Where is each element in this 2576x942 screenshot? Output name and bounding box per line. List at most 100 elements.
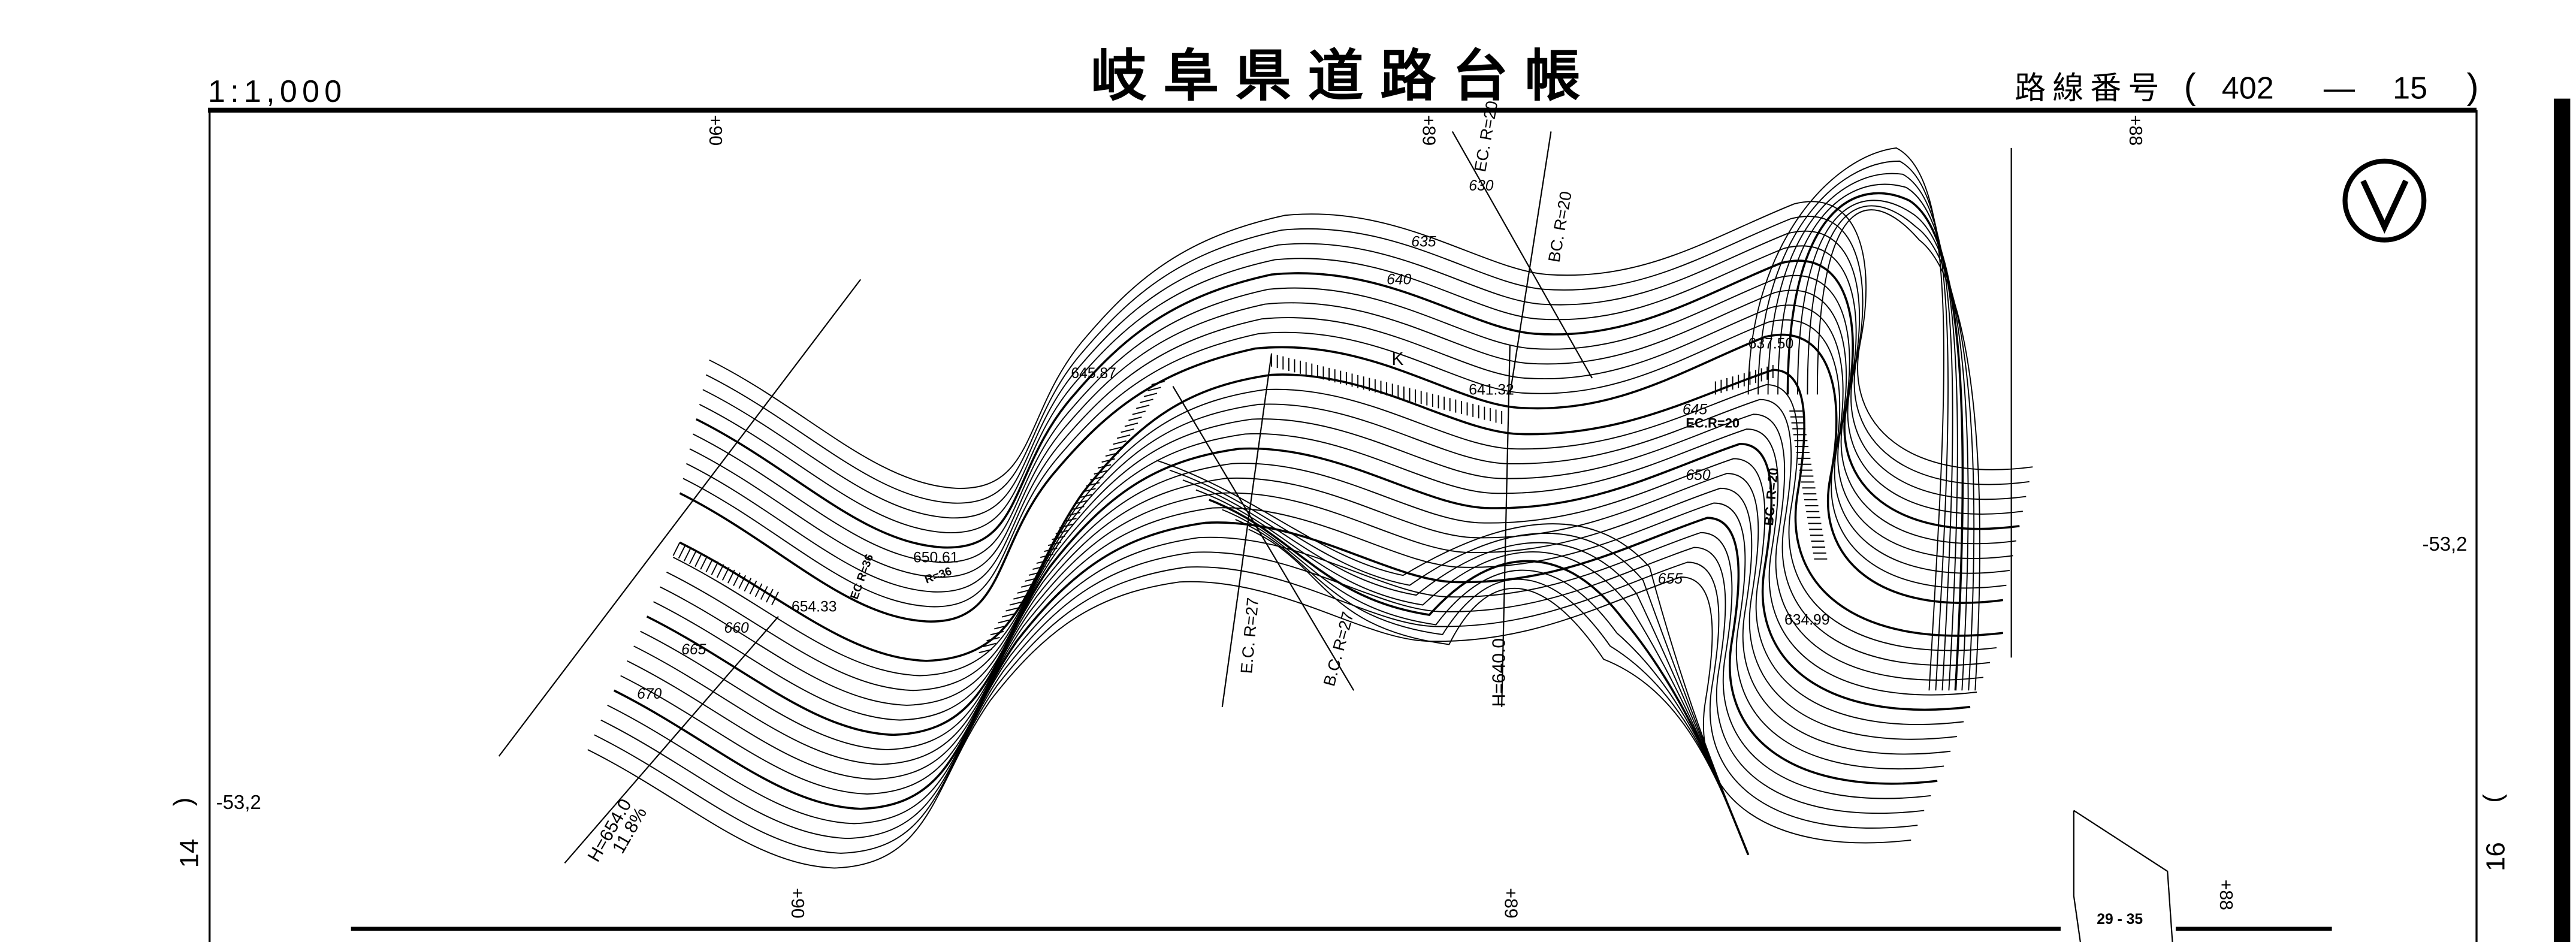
contour-line-upper <box>705 216 2030 504</box>
contour-line-ridge <box>1807 205 1975 691</box>
fill-hatch <box>1047 541 1062 547</box>
fill-hatch <box>1001 613 1016 618</box>
cut-hatch <box>694 553 702 567</box>
station-bottom-2: +89 <box>1501 887 1521 918</box>
fill-hatch <box>1116 434 1131 439</box>
station-top-1: +90 <box>705 115 725 146</box>
contour-line-lower <box>646 442 1971 736</box>
elevation-637-50: 637.50 <box>1748 336 1794 352</box>
cut-hatch <box>744 578 752 592</box>
map-annotations: 630 635 640 645 650 655 660 665 670 645.… <box>584 99 1830 865</box>
fill-hatch <box>1032 565 1046 570</box>
cut-hatch <box>766 588 774 603</box>
elevation-654-33: 654.33 <box>792 599 837 615</box>
fill-hatch <box>1040 553 1054 558</box>
fill-hatch <box>1028 571 1043 576</box>
ec-right-label: EC.R=20 <box>1686 415 1740 430</box>
fill-hatch <box>1005 607 1019 612</box>
contour-line-lower <box>620 502 1944 795</box>
contour-line-ridge <box>1777 183 1958 691</box>
fill-hatch <box>1052 535 1065 541</box>
fill-hatch <box>1090 476 1104 481</box>
contour-lines <box>587 147 2033 869</box>
bc-left-label: R=36 <box>923 565 953 587</box>
marker-k: K <box>1391 349 1403 369</box>
route-number: 路線番号 ( 402 — 15 ) <box>2015 66 2479 107</box>
contour-line-upper <box>696 259 2020 549</box>
contour-line-lower <box>633 473 1958 765</box>
fill-hatch <box>1055 529 1069 535</box>
north-arrow-icon <box>2342 158 2427 243</box>
bc-right-label: BC. R=20 <box>1761 467 1781 527</box>
fill-hatch <box>1071 506 1085 511</box>
fill-hatch <box>1082 488 1096 493</box>
fill-hatch <box>979 648 992 654</box>
adjacent-sheet-label: 29 - 35 <box>2097 911 2143 928</box>
cut-hatch <box>749 580 757 594</box>
fill-hatch <box>1020 583 1035 588</box>
route-minor: 15 <box>2393 71 2427 106</box>
route-paren-close: ) <box>2467 66 2479 107</box>
cut-hatch <box>716 564 724 578</box>
contour-line-valley <box>1209 499 1750 856</box>
fill-hatch <box>994 624 1008 630</box>
cut-hatch <box>700 555 708 570</box>
left-paren: ( <box>173 798 202 807</box>
fill-hatch <box>1036 559 1050 564</box>
fill-hatch <box>1124 422 1138 427</box>
contour-line-valley <box>1235 519 1749 855</box>
adjacent-sheet-outline <box>2073 810 2173 942</box>
cut-hatch <box>771 591 779 606</box>
station-bottom-1: +90 <box>787 887 807 918</box>
contour-label-630: 630 <box>1469 178 1493 194</box>
fill-hatch <box>1078 494 1092 499</box>
contour-line-upper <box>689 289 2013 578</box>
contour-label-665: 665 <box>681 642 706 658</box>
fill-hatch <box>1147 387 1161 391</box>
fill-hatch <box>1074 500 1088 505</box>
fill-hatch <box>1151 381 1165 385</box>
road <box>679 333 2004 662</box>
cut-hatch <box>678 545 686 559</box>
fill-hatch <box>990 630 1004 636</box>
fill-hatch <box>1140 398 1153 403</box>
contour-line-upper <box>699 245 2023 533</box>
contour-line-upper <box>682 319 2007 608</box>
route-number-label: 路線番号 <box>2015 71 2166 106</box>
contour-line-valley <box>1156 460 1749 855</box>
fill-hatch <box>998 619 1011 624</box>
station-top-3: +88 <box>2125 115 2145 146</box>
fill-hatch <box>1121 428 1134 433</box>
contour-line-lower <box>666 398 1991 692</box>
station-top-2: +89 <box>1418 115 1438 146</box>
route-major: 402 <box>2222 71 2274 106</box>
fill-hatch <box>1086 482 1100 487</box>
right-paren: ) <box>2482 794 2511 803</box>
contour-line-ridge <box>1747 147 1944 691</box>
left-ref: -53,2 <box>216 791 261 813</box>
contour-line-lower <box>627 487 1951 780</box>
fill-hatch <box>1094 470 1107 475</box>
bc-mid-label: B.C. R=27 <box>1319 609 1357 688</box>
elevation-650-61: 650.61 <box>913 550 959 566</box>
page-title: 岐阜県道路台帳 <box>1091 45 1597 107</box>
contour-line-ridge <box>1767 173 1953 691</box>
elevation-634-99: 634.99 <box>1784 612 1830 629</box>
contour-line-lower <box>660 413 1984 706</box>
ec-mid-label: E.C. R=27 <box>1237 597 1262 674</box>
bc-top-label: BC. R=20 <box>1545 190 1575 264</box>
fill-hatch <box>1025 577 1038 582</box>
contour-line-valley <box>1248 529 1749 855</box>
fill-hatch <box>1105 452 1119 457</box>
station-bottom-3: +88 <box>2216 880 2236 910</box>
fill-hatch <box>1128 416 1142 421</box>
fill-hatch <box>982 642 996 648</box>
contour-line-ridge <box>1816 209 1980 691</box>
cut-hatch <box>711 561 719 575</box>
left-sheet-number: 14 <box>175 839 204 868</box>
fill-hatch <box>1067 512 1081 517</box>
cut-hatch <box>738 575 747 589</box>
contour-label-660: 660 <box>724 620 748 636</box>
contour-line-lower <box>587 576 1911 869</box>
